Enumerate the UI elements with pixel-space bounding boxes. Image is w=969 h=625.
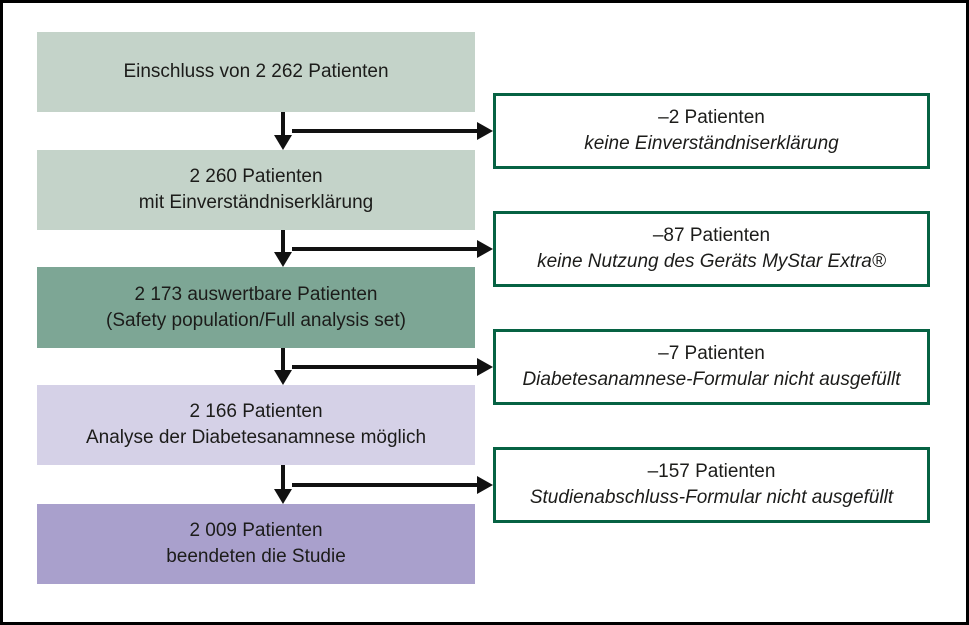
exclusion-reason: Diabetesanamnese-Formular nicht ausgefül… [522,369,901,390]
branch-arrow-4-line [292,483,477,487]
down-arrow-1-line [281,112,285,135]
down-arrow-4-head [274,489,292,504]
exclusion-count: –87 Patienten [652,225,771,246]
branch-arrow-1-head [477,122,493,140]
flow-box-evaluable-line1: 2 173 auswertbare Patienten [134,283,378,305]
flow-box-completed-line2: beendeten die Studie [166,546,346,567]
branch-arrow-3-head [477,358,493,376]
branch-arrow-4-head [477,476,493,494]
exclusion-box-no-anamnesis-form: –7 Patienten Diabetesanamnese-Formular n… [493,329,930,405]
flow-box-anamnesis: 2 166 Patienten Analyse der Diabetesanam… [37,385,475,465]
branch-arrow-1-line [292,129,477,133]
exclusion-reason: keine Nutzung des Geräts MyStar Extra® [537,251,886,272]
branch-arrow-2-head [477,240,493,258]
down-arrow-1-head [274,135,292,150]
flow-box-anamnesis-line1: 2 166 Patienten [189,401,323,422]
flow-box-enrolled-line1: Einschluss von 2 262 Patienten [123,61,389,82]
exclusion-count: –157 Patienten [647,461,776,482]
flow-box-completed-line1: 2 009 Patienten [189,520,323,541]
flow-box-completed: 2 009 Patienten beendeten die Studie [37,504,475,584]
exclusion-count: –2 Patienten [658,107,765,128]
flow-box-consent-line2: mit Einverständniserklärung [138,192,374,213]
branch-arrow-2-line [292,247,477,251]
exclusion-count: –7 Patienten [658,343,765,364]
exclusion-box-no-consent: –2 Patienten keine Einverständniserkläru… [493,93,930,169]
flow-box-consent: 2 260 Patienten mit Einverständniserklär… [37,150,475,230]
down-arrow-3-line [281,348,285,370]
flow-box-consent-line1: 2 260 Patienten [189,166,323,187]
flow-box-anamnesis-line2: Analyse der Diabetesanamnese möglich [85,427,427,448]
down-arrow-4-line [281,465,285,489]
exclusion-box-no-completion-form: –157 Patienten Studienabschluss-Formular… [493,447,930,523]
branch-arrow-3-line [292,365,477,369]
exclusion-box-no-device-use: –87 Patienten keine Nutzung des Geräts M… [493,211,930,287]
down-arrow-2-head [274,252,292,267]
flow-box-evaluable-line2: (Safety population/Full analysis set) [106,309,406,331]
flow-box-enrolled: Einschluss von 2 262 Patienten [37,32,475,112]
exclusion-reason: Studienabschluss-Formular nicht ausgefül… [529,487,894,508]
flow-box-evaluable: 2 173 auswertbare Patienten (Safety popu… [37,267,475,348]
exclusion-reason: keine Einverständniserklärung [584,133,839,154]
down-arrow-2-line [281,230,285,252]
down-arrow-3-head [274,370,292,385]
